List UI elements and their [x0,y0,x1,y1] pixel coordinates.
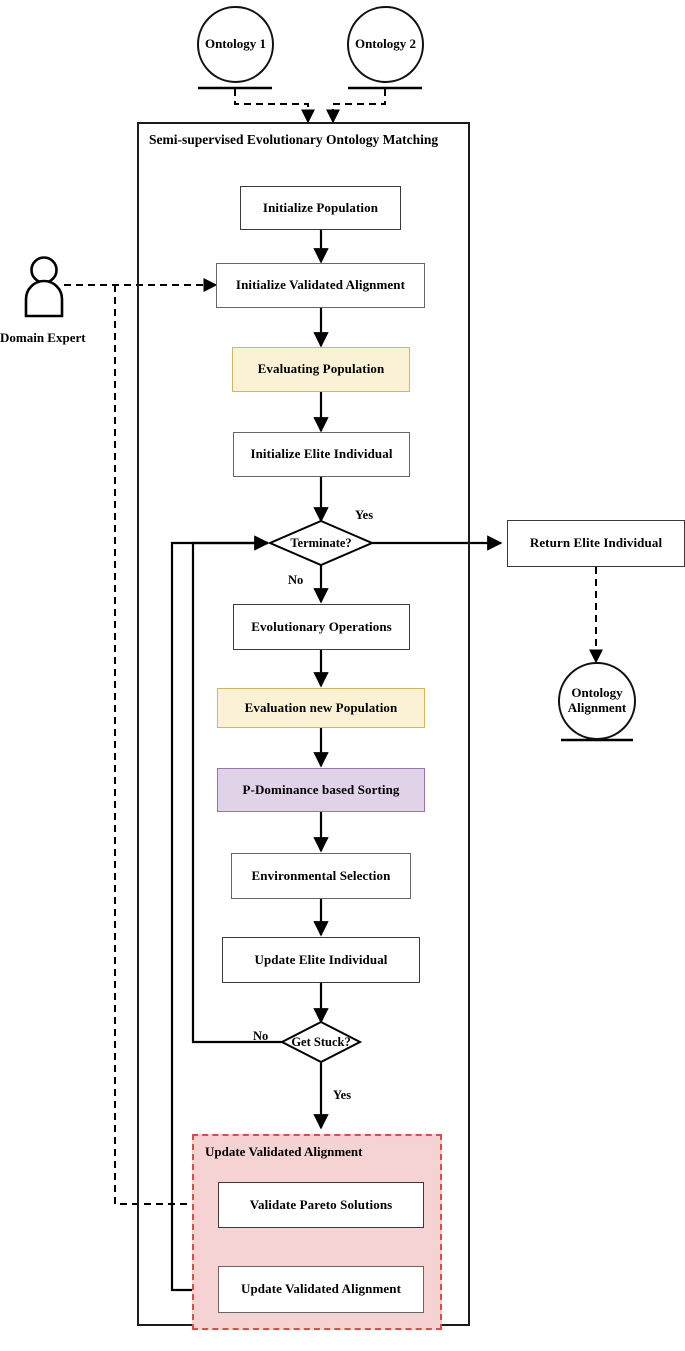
node-label: Evaluating Population [257,361,385,377]
node-label: Evolutionary Operations [251,618,392,634]
node-update-validated-alignment[interactable]: Update Validated Alignment [218,1266,424,1313]
node-initialize-elite-individual[interactable]: Initialize Elite Individual [233,432,410,477]
node-label: Evaluation new Population [244,699,398,715]
ontology-1-terminator: Ontology 1 [197,6,274,83]
node-evolutionary-operations[interactable]: Evolutionary Operations [233,604,410,650]
node-get-stuck-decision-label[interactable]: Get Stuck? [291,1035,351,1049]
ontology-alignment-terminator: Ontology Alignment [558,662,636,740]
person-icon [24,256,64,318]
node-initialize-population[interactable]: Initialize Population [240,186,401,230]
ontology-1-label: Ontology 1 [204,36,267,52]
group-title: Update Validated Alignment [205,1144,363,1159]
node-label: Initialize Population [262,199,379,215]
edge-label-stuck-yes: Yes [333,1088,352,1102]
container-title: Semi-supervised Evolutionary Ontology Ma… [149,132,439,147]
domain-expert-label: Domain Expert [0,330,86,345]
node-return-elite-individual[interactable]: Return Elite Individual [507,520,685,567]
node-validate-pareto-solutions[interactable]: Validate Pareto Solutions [218,1182,424,1228]
ontology-alignment-label: Ontology Alignment [568,686,627,715]
node-evaluation-new-population[interactable]: Evaluation new Population [217,688,425,728]
node-evaluating-population[interactable]: Evaluating Population [232,347,410,392]
node-environmental-selection[interactable]: Environmental Selection [231,853,411,899]
node-label: Update Elite Individual [254,951,388,967]
node-label: P-Dominance based Sorting [242,781,400,797]
edge-label-stuck-no: No [253,1029,269,1043]
node-label: Return Elite Individual [529,535,663,551]
node-p-dominance-based-sorting[interactable]: P-Dominance based Sorting [217,768,425,812]
node-label: Update Validated Alignment [240,1281,402,1297]
edge-label-terminate-no: No [288,573,304,587]
ontology-2-terminator: Ontology 2 [347,6,424,83]
node-initialize-validated-alignment[interactable]: Initialize Validated Alignment [216,263,425,308]
node-terminate-decision-label[interactable]: Terminate? [290,536,352,550]
node-update-elite-individual[interactable]: Update Elite Individual [222,937,420,983]
node-label: Initialize Validated Alignment [235,277,406,293]
ontology-2-label: Ontology 2 [354,36,417,52]
edge-label-terminate-yes: Yes [355,508,374,522]
node-label: Environmental Selection [251,867,391,883]
node-label: Validate Pareto Solutions [249,1196,393,1212]
ontology-alignment-line-2: Alignment [567,700,627,715]
node-label: Initialize Elite Individual [250,446,393,462]
ontology-alignment-line-1: Ontology [571,685,623,701]
